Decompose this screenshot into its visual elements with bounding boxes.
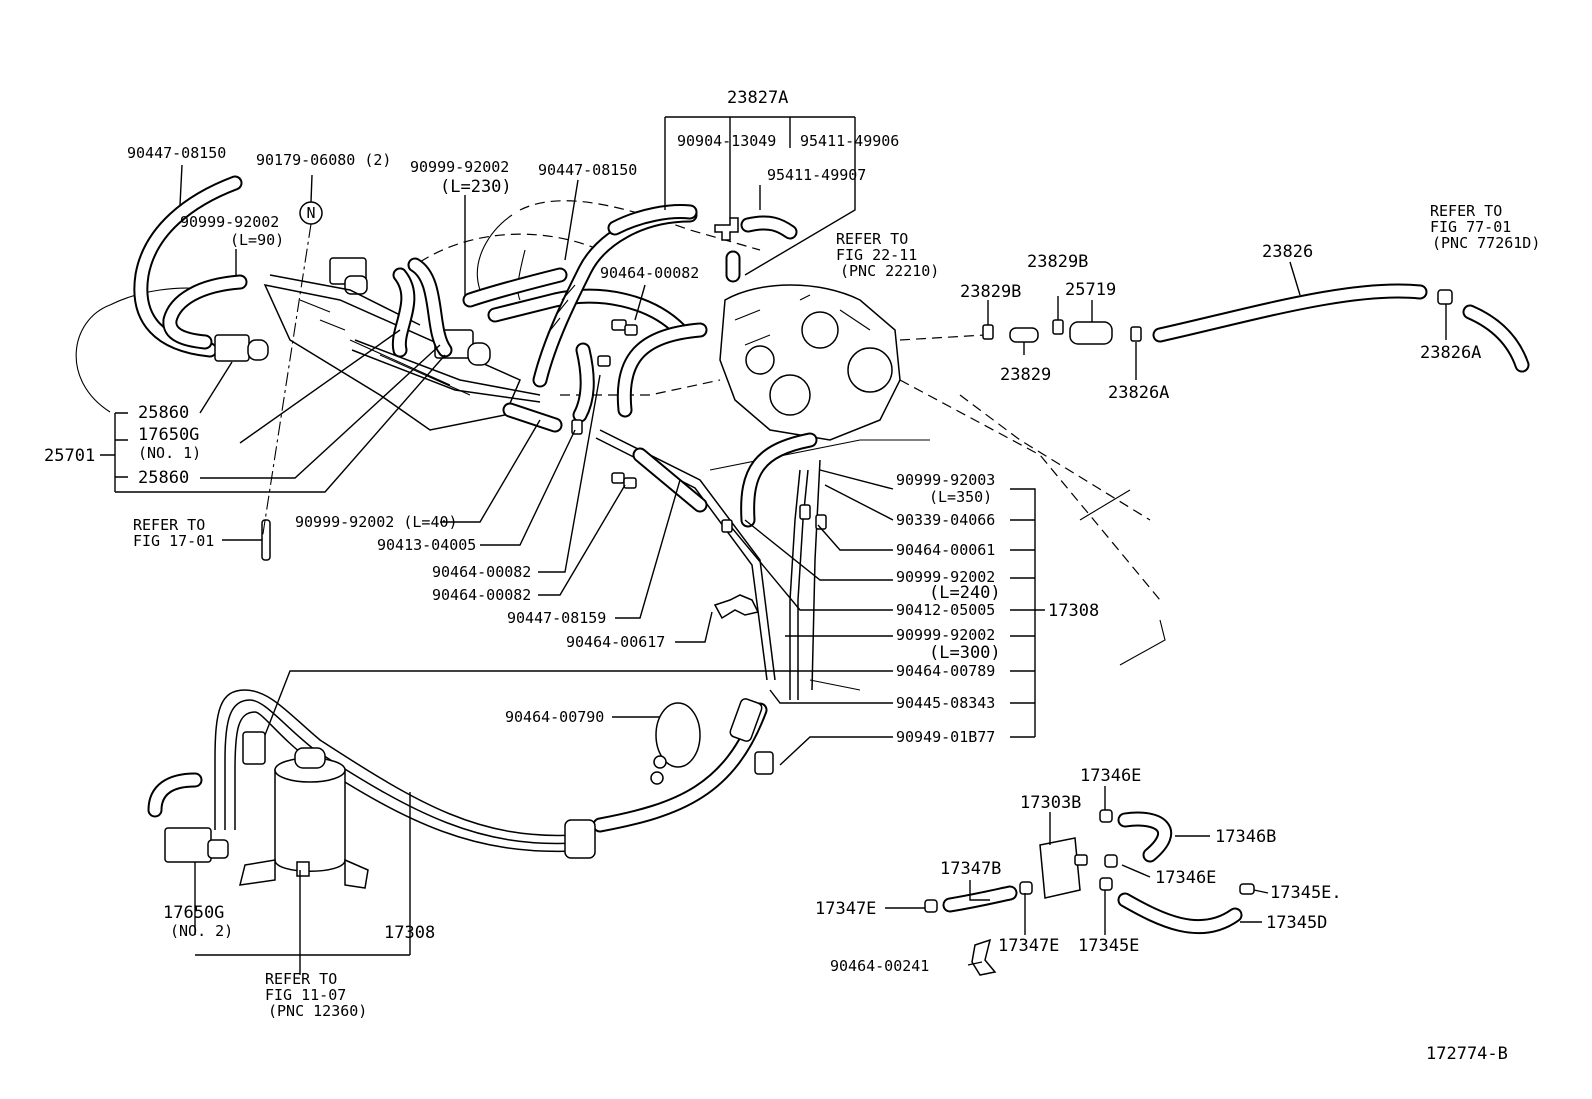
- callout-95411-49907: 95411-49907: [767, 166, 866, 184]
- callout-23826: 23826: [1262, 242, 1313, 262]
- charcoal-canister: [239, 747, 369, 889]
- callout-90999-92002-l300: 90999-92002: [896, 626, 995, 644]
- callout-17345E-right: 17345E.: [1270, 883, 1342, 903]
- main-tube-bundle: [147, 322, 821, 859]
- ref-fig11-line2: FIG 11-07: [265, 986, 346, 1004]
- ref-fig11-line1: REFER TO: [265, 970, 337, 988]
- ref-fig11-line3: (PNC 12360): [268, 1002, 367, 1020]
- ref-fig17-line2: FIG 17-01: [133, 532, 214, 550]
- callout-90999-92002-l40: 90999-92002 (L=40): [295, 513, 458, 531]
- callout-90999-92002-l240-length: (L=240): [929, 583, 1001, 603]
- callout-labels: 23827A 90904-13049 95411-49906 95411-499…: [44, 88, 1481, 975]
- callout-17346E-right: 17346E: [1155, 868, 1216, 888]
- callout-17346B: 17346B: [1215, 827, 1276, 847]
- callout-90412-05005: 90412-05005: [896, 601, 995, 619]
- n-symbol: N: [306, 204, 315, 222]
- callout-25701: 25701: [44, 446, 95, 466]
- reference-notes: REFER TO FIG 22-11 (PNC 22210) REFER TO …: [133, 202, 1540, 1020]
- callout-90464-00790: 90464-00790: [505, 708, 604, 726]
- callout-90179-06080: 90179-06080 (2): [256, 151, 391, 169]
- callout-17346E-top: 17346E: [1080, 766, 1141, 786]
- ref-fig77-line1: REFER TO: [1430, 202, 1502, 220]
- callout-25719: 25719: [1065, 280, 1116, 300]
- callout-90445-08343: 90445-08343: [896, 694, 995, 712]
- callout-90339-04066: 90339-04066: [896, 511, 995, 529]
- callout-90464-00617: 90464-00617: [566, 633, 665, 651]
- callout-17347E-left: 17347E: [815, 899, 876, 919]
- callout-90999-92002-l230-length: (L=230): [440, 177, 512, 197]
- callout-90464-00061: 90464-00061: [896, 541, 995, 559]
- ref-fig22-line3: (PNC 22210): [840, 262, 939, 280]
- callout-90464-00082-a: 90464-00082: [432, 563, 531, 581]
- callout-23829B-left: 23829B: [960, 282, 1021, 302]
- vsv-no2: [164, 827, 229, 863]
- callout-23829B-right: 23829B: [1027, 252, 1088, 272]
- callout-90999-92002-l90: 90999-92002: [180, 213, 279, 231]
- callout-17303B: 17303B: [1020, 793, 1081, 813]
- callout-90464-00241: 90464-00241: [830, 957, 929, 975]
- callout-23826A-left: 23826A: [1108, 383, 1169, 403]
- callout-90999-92003-length: (L=350): [929, 488, 992, 506]
- callout-90949-01B77: 90949-01B77: [896, 728, 995, 746]
- leader-lines: [100, 116, 1447, 975]
- ref-fig17-line1: REFER TO: [133, 516, 205, 534]
- callout-90999-92002-l230: 90999-92002: [410, 158, 509, 176]
- callout-90464-00789: 90464-00789: [896, 662, 995, 680]
- callout-25860-upper: 25860: [138, 403, 189, 423]
- fuel-vapor-line-right: [982, 283, 1530, 373]
- callout-90413-04005: 90413-04005: [377, 536, 476, 554]
- ref-fig22-line2: FIG 22-11: [836, 246, 917, 264]
- vacuum-hose-left: [133, 175, 248, 358]
- callout-17347E-bottom: 17347E: [998, 936, 1059, 956]
- ref-fig77-line3: (PNC 77261D): [1432, 234, 1540, 252]
- callout-23827A: 23827A: [727, 88, 788, 108]
- callout-90447-08150-middle: 90447-08150: [538, 161, 637, 179]
- ref-fig22-line1: REFER TO: [836, 230, 908, 248]
- callout-25860-lower: 25860: [138, 468, 189, 488]
- callout-90999-92002-l240: 90999-92002: [896, 568, 995, 586]
- callout-23826A-right: 23826A: [1420, 343, 1481, 363]
- throttle-body: [719, 284, 986, 441]
- diagram-id: 172774-B: [1426, 1044, 1508, 1064]
- ref-fig77-line2: FIG 77-01: [1430, 218, 1511, 236]
- callout-95411-49906: 95411-49906: [800, 132, 899, 150]
- callout-17650G-no2-number: (NO. 2): [170, 922, 233, 940]
- callout-17650G-no2: 17650G: [163, 903, 224, 923]
- callout-90447-08159: 90447-08159: [507, 609, 606, 627]
- callout-90464-00082-top: 90464-00082: [600, 264, 699, 282]
- callout-90999-92002-l300-length: (L=300): [929, 643, 1001, 663]
- callout-90447-08150-left: 90447-08150: [127, 144, 226, 162]
- callout-17345D: 17345D: [1266, 913, 1327, 933]
- vsv-17303B-group: [924, 809, 1255, 976]
- hose-23827A: [607, 204, 798, 283]
- bolt-n-marker: N: [261, 201, 323, 541]
- callout-17308-bottom: 17308: [384, 923, 435, 943]
- callout-90904-13049: 90904-13049: [677, 132, 776, 150]
- callout-23829: 23829: [1000, 365, 1051, 385]
- callout-17308-right: 17308: [1048, 601, 1099, 621]
- callout-17650G-no1: 17650G: [138, 425, 199, 445]
- callout-17347B: 17347B: [940, 859, 1001, 879]
- callout-17650G-no1-number: (NO. 1): [138, 444, 201, 462]
- callout-17345E-bottom: 17345E: [1078, 936, 1139, 956]
- callout-90464-00082-b: 90464-00082: [432, 586, 531, 604]
- callout-90999-92003: 90999-92003: [896, 471, 995, 489]
- callout-90999-92002-l90-length: (L=90): [230, 231, 284, 249]
- illustration: N: [75, 175, 1530, 976]
- grommet-parts: [650, 702, 701, 785]
- vsv-bracket: [263, 274, 541, 431]
